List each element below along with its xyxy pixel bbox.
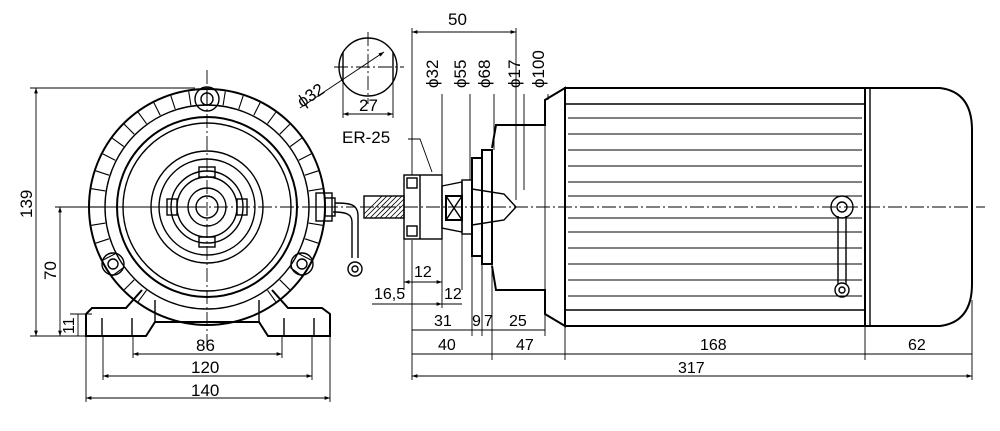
dim-width-120: 120 bbox=[191, 358, 219, 377]
dim-length-25: 25 bbox=[509, 313, 527, 330]
shaft-section-view bbox=[299, 32, 404, 118]
hatch-line bbox=[369, 195, 393, 219]
dim-diameter-17: ϕ17 bbox=[505, 60, 524, 88]
dim-flat-27: 27 bbox=[359, 96, 378, 115]
dim-width-86: 86 bbox=[196, 336, 215, 355]
hatch-line bbox=[389, 203, 405, 219]
cooling-fin bbox=[170, 95, 176, 110]
body-ribs bbox=[568, 117, 862, 297]
dim-total-50: 50 bbox=[448, 10, 467, 29]
dim-foot-11: 11 bbox=[61, 317, 78, 334]
cooling-fin bbox=[267, 289, 277, 303]
hatch-line bbox=[374, 195, 398, 219]
dim-length-62: 62 bbox=[908, 337, 926, 354]
side-view-dimensions bbox=[372, 28, 973, 380]
cooling-fin bbox=[102, 153, 116, 161]
screw-boss-right bbox=[290, 252, 314, 276]
cooling-fin bbox=[304, 170, 319, 176]
hatch-line bbox=[379, 195, 403, 219]
cooling-fin bbox=[91, 188, 106, 192]
dim-collet-16-5: 16,5 bbox=[374, 286, 405, 303]
hatch-line bbox=[363, 195, 383, 215]
cooling-fin bbox=[279, 279, 291, 291]
cooling-fin bbox=[308, 222, 323, 226]
dim-diameter-68: ϕ68 bbox=[475, 60, 494, 88]
cooling-fin bbox=[95, 238, 110, 244]
dim-length-40: 40 bbox=[438, 337, 456, 354]
cooling-fin bbox=[137, 289, 147, 303]
cooling-fins bbox=[90, 90, 324, 303]
cooling-fin bbox=[298, 153, 312, 161]
dim-length-47: 47 bbox=[516, 337, 534, 354]
dim-diameter-100: ϕ100 bbox=[529, 50, 548, 88]
dim-height-70: 70 bbox=[41, 261, 60, 280]
cooling-fin bbox=[188, 91, 192, 106]
dim-width-140: 140 bbox=[191, 381, 219, 400]
cooling-fin bbox=[253, 102, 261, 116]
cooling-fin bbox=[267, 111, 277, 125]
front-view bbox=[60, 70, 363, 345]
cooling-fin bbox=[137, 111, 147, 125]
dim-length-7: 7 bbox=[484, 313, 493, 330]
cooling-fin bbox=[222, 91, 226, 106]
cooling-fin bbox=[279, 123, 291, 135]
collet-label-er25: ER-25 bbox=[342, 128, 390, 147]
cooling-fin bbox=[91, 222, 106, 226]
dim-shaft-phi32: ϕ32 bbox=[294, 80, 328, 112]
screw-boss-top bbox=[194, 86, 220, 112]
front-view-dimensions bbox=[30, 87, 331, 402]
cooling-fin bbox=[298, 253, 312, 261]
cooling-fin bbox=[123, 123, 135, 135]
cooling-fin bbox=[304, 238, 319, 244]
cooling-fin bbox=[308, 188, 323, 192]
cooling-fin bbox=[102, 253, 116, 261]
dim-length-31: 31 bbox=[434, 313, 452, 330]
cooling-fin bbox=[238, 95, 244, 110]
hatch-line bbox=[364, 195, 388, 219]
hatch-line bbox=[394, 208, 405, 219]
cooling-fin bbox=[95, 170, 110, 176]
dim-height-139: 139 bbox=[17, 190, 36, 218]
screw-boss-left bbox=[101, 252, 125, 276]
dim-diameter-32: ϕ32 bbox=[423, 60, 442, 88]
dim-diameter-55: ϕ55 bbox=[451, 60, 470, 88]
cooling-fin bbox=[289, 137, 303, 147]
dim-length-317: 317 bbox=[678, 360, 705, 377]
dim-nut-12: 12 bbox=[414, 264, 432, 281]
cooling-fin bbox=[111, 137, 125, 147]
dim-length-9: 9 bbox=[472, 313, 481, 330]
cooling-fin bbox=[153, 102, 161, 116]
dim-collet-12: 12 bbox=[444, 286, 462, 303]
dim-length-168: 168 bbox=[700, 337, 727, 354]
cooling-fin bbox=[123, 279, 135, 291]
side-view bbox=[360, 86, 985, 328]
hatch-line bbox=[384, 198, 405, 219]
